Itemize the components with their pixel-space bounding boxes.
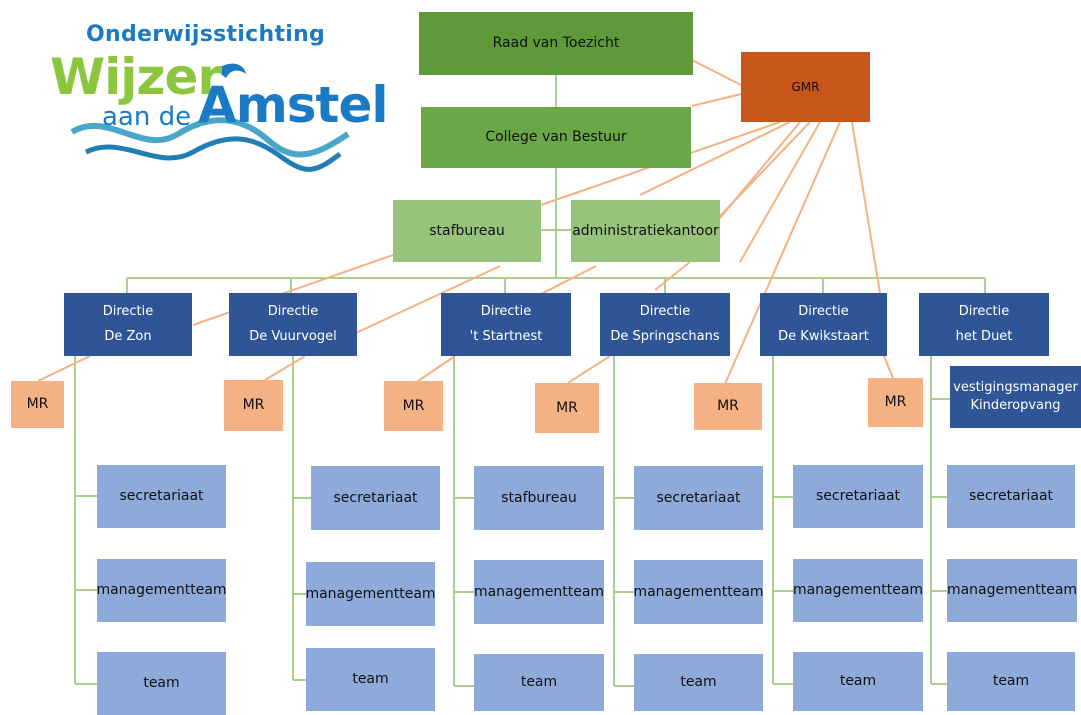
sub-label: secretariaat: [968, 488, 1054, 505]
school-name: 't Startnest: [469, 328, 543, 344]
sub-label: managementteam: [633, 583, 764, 600]
directie-de-springschans-box: Directie De Springschans: [600, 293, 730, 356]
mr-box: MR: [535, 383, 599, 433]
school-name: De Kwikstaart: [778, 328, 869, 344]
sub-label: managementteam: [96, 582, 227, 599]
sub-box: managementteam: [474, 560, 604, 624]
mr-box: MR: [868, 378, 923, 427]
directie-label: Directie: [267, 303, 319, 319]
sub-box: secretariaat: [634, 466, 763, 530]
sub-box: team: [97, 652, 226, 715]
mr-box: MR: [694, 383, 762, 430]
college-van-bestuur-box: College van Bestuur: [421, 107, 691, 168]
sub-box: managementteam: [633, 560, 764, 624]
sub-label: stafbureau: [501, 489, 577, 506]
directie-de-vuurvogel-box: Directie De Vuurvogel: [229, 293, 357, 356]
sub-label: managementteam: [473, 583, 605, 600]
school-name: het Duet: [955, 328, 1013, 344]
sub-label: team: [992, 673, 1030, 690]
sub-label: team: [143, 675, 180, 692]
sub-box: secretariaat: [947, 465, 1075, 528]
directie-het-duet-box: Directie het Duet: [919, 293, 1049, 356]
mr-label: MR: [884, 394, 907, 411]
sub-box: managementteam: [96, 559, 227, 622]
directie-de-zon-box: Directie De Zon: [64, 293, 192, 356]
mr-box: MR: [11, 381, 64, 428]
directie-t-startnest-box: Directie 't Startnest: [441, 293, 571, 356]
logo-word-aan-de: aan de: [102, 102, 192, 132]
stafbureau-box: stafbureau: [393, 200, 541, 262]
sub-box: secretariaat: [97, 465, 226, 528]
sub-box: team: [793, 652, 923, 711]
sub-box: team: [634, 654, 763, 711]
directie-de-kwikstaart-box: Directie De Kwikstaart: [760, 293, 887, 356]
gmr-box: GMR: [741, 52, 870, 122]
mr-label: MR: [242, 397, 265, 414]
sub-box: stafbureau: [474, 466, 604, 530]
directie-label: Directie: [102, 303, 154, 319]
stafbureau-label: stafbureau: [429, 222, 505, 239]
logo-word-wijzer: Wijzer: [50, 48, 222, 106]
logo-word-amstel: Amstel: [198, 76, 389, 134]
sub-label: secretariaat: [119, 488, 204, 505]
school-name: De Zon: [104, 328, 152, 344]
raad-van-toezicht-box: Raad van Toezicht: [419, 12, 693, 75]
gmr-label: GMR: [791, 79, 820, 94]
administratiekantoor-box: administratiekantoor: [571, 200, 720, 262]
mr-label: MR: [402, 397, 425, 414]
directie-label: Directie: [798, 303, 849, 319]
sub-label: secretariaat: [656, 489, 741, 506]
sub-label: team: [680, 674, 717, 691]
sub-box: managementteam: [793, 559, 923, 622]
sub-label: secretariaat: [815, 488, 901, 505]
administratiekantoor-label: administratiekantoor: [572, 222, 719, 239]
sub-box: secretariaat: [311, 466, 440, 530]
wave-graphic: [70, 63, 350, 172]
raad-van-toezicht-label: Raad van Toezicht: [492, 35, 620, 52]
sub-label: team: [520, 674, 558, 691]
sub-box: secretariaat: [793, 465, 923, 528]
logo-line-1: Onderwijsstichting: [86, 22, 326, 47]
organisation-logo: Onderwijsstichting Wijzer aan de Amstel: [48, 22, 398, 182]
sub-label: team: [352, 671, 389, 688]
sub-box: team: [947, 652, 1075, 711]
school-name: De Springschans: [610, 328, 720, 344]
sub-box: managementteam: [947, 559, 1077, 622]
directie-label: Directie: [958, 303, 1010, 319]
directie-label: Directie: [480, 303, 532, 319]
sub-label: managementteam: [305, 585, 436, 602]
vestigingsmanager-kinderopvang-box: vestigingsmanager Kinderopvang: [950, 366, 1081, 428]
college-van-bestuur-label: College van Bestuur: [485, 129, 627, 146]
kinderopvang-label: Kinderopvang: [970, 398, 1061, 413]
mr-label: MR: [556, 399, 578, 416]
sub-label: managementteam: [946, 582, 1078, 599]
sub-box: team: [474, 654, 604, 711]
vestigingsmanager-label: vestigingsmanager: [953, 380, 1078, 396]
directie-label: Directie: [639, 303, 691, 319]
mr-box: MR: [384, 381, 443, 431]
sub-box: managementteam: [305, 562, 436, 626]
sub-label: team: [839, 673, 877, 690]
mr-box: MR: [224, 380, 283, 431]
school-name: De Vuurvogel: [249, 328, 337, 344]
sub-label: secretariaat: [333, 489, 418, 506]
sub-box: team: [306, 648, 435, 711]
sub-label: managementteam: [792, 582, 924, 599]
mr-label: MR: [717, 398, 739, 415]
mr-label: MR: [26, 396, 49, 413]
